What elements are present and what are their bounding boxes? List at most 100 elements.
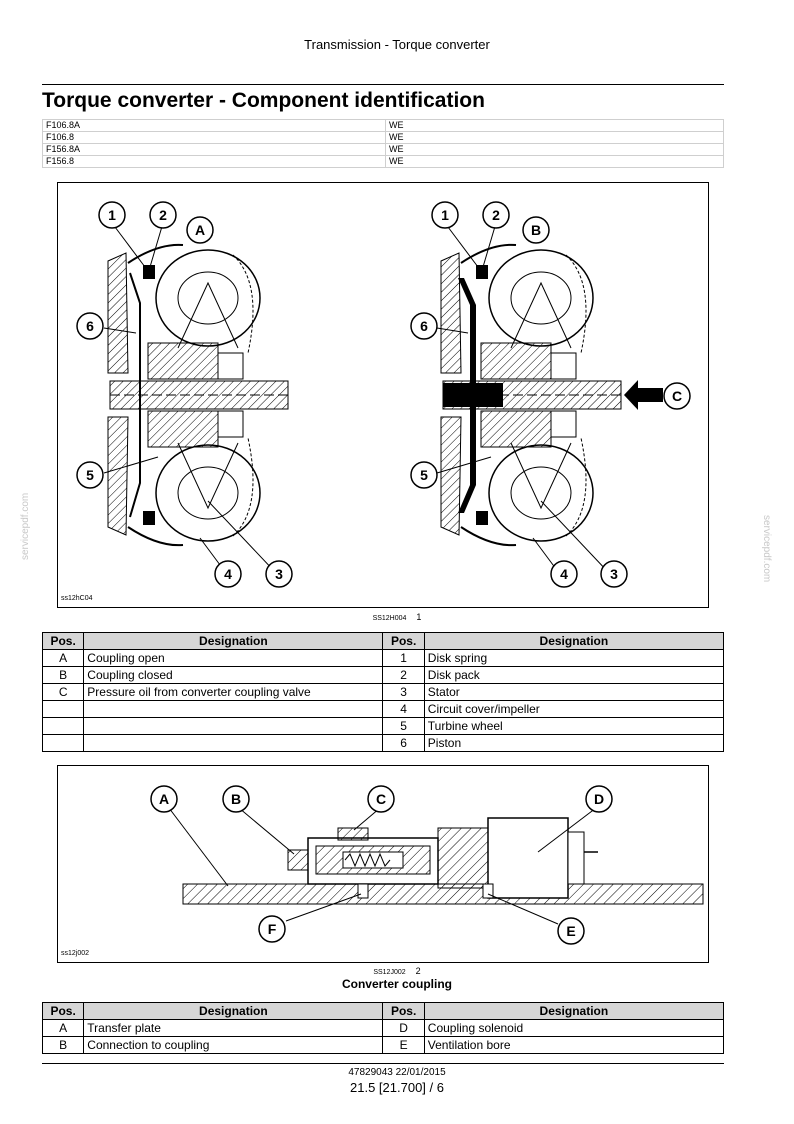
pos-cell: B <box>41 1036 85 1054</box>
pos-cell: 5 <box>382 717 425 735</box>
callout-A: A <box>195 222 205 238</box>
designation-cell: Disk pack <box>423 666 725 684</box>
callout-C: C <box>672 388 682 404</box>
code-cell: WE <box>385 143 724 156</box>
pos-cell: 2 <box>382 666 425 684</box>
designation-cell: Ventilation bore <box>423 1036 725 1054</box>
figure-title: Converter coupling <box>341 977 452 991</box>
column-header: Pos. <box>41 1002 85 1020</box>
pos-cell: 3 <box>382 683 425 701</box>
figure-id-label: ss12hC04 <box>61 595 93 602</box>
column-header: Designation <box>83 1002 384 1020</box>
pos-cell <box>41 717 85 735</box>
pos-cell: B <box>41 666 85 684</box>
torque-converter-figure: 1 2 A 6 5 4 3 <box>57 182 709 608</box>
callout-1: 1 <box>441 207 449 223</box>
callout-5: 5 <box>86 467 94 483</box>
converter-view-closed: 1 2 B 6 5 4 3 C <box>410 201 691 588</box>
footer-document-number: 47829043 22/01/2015 <box>348 1067 446 1078</box>
callout-2: 2 <box>159 207 167 223</box>
callout-5: 5 <box>420 467 428 483</box>
code-cell: WE <box>385 131 724 144</box>
model-cell: F106.8 <box>42 131 386 144</box>
callout-E: E <box>566 923 575 939</box>
callout-2: 2 <box>492 207 500 223</box>
model-cell: F106.8A <box>42 119 386 132</box>
figure-id-label: ss12j002 <box>61 950 90 957</box>
code-cell: WE <box>385 155 724 168</box>
footer-page-number: 21.5 [21.700] / 6 <box>350 1080 444 1095</box>
callout-B: B <box>531 222 541 238</box>
figure-number: 2 <box>415 966 421 976</box>
designation-cell: Disk spring <box>423 649 725 667</box>
figure-code: SS12J002 <box>373 969 406 976</box>
callout-F: F <box>268 921 277 937</box>
designation-cell <box>83 717 384 735</box>
designation-cell: Piston <box>423 734 725 752</box>
designation-cell: Connection to coupling <box>83 1036 384 1054</box>
converter-coupling-figure: A B C D F E ss12j002 <box>57 765 709 963</box>
designation-cell <box>83 734 384 752</box>
pos-cell <box>41 700 85 718</box>
callout-3: 3 <box>275 566 283 582</box>
table-header-row: Pos. Designation Pos. Designation <box>41 632 725 650</box>
callout-A: A <box>159 791 169 807</box>
column-header: Designation <box>83 632 384 650</box>
pos-cell: E <box>382 1036 425 1054</box>
designation-cell: Pressure oil from converter coupling val… <box>83 683 384 701</box>
pos-cell: A <box>41 649 85 667</box>
designation-cell: Circuit cover/impeller <box>423 700 725 718</box>
figure-caption: SS12J002 2 <box>0 966 794 976</box>
column-header: Pos. <box>382 1002 425 1020</box>
pos-cell <box>41 734 85 752</box>
pos-cell: D <box>382 1019 425 1037</box>
footer-rule <box>42 1063 724 1064</box>
pos-cell: 1 <box>382 649 425 667</box>
callout-B: B <box>231 791 241 807</box>
pos-cell: 6 <box>382 734 425 752</box>
model-cell: F156.8A <box>42 143 386 156</box>
column-header: Designation <box>423 632 725 650</box>
callout-D: D <box>594 791 604 807</box>
pos-cell: A <box>41 1019 85 1037</box>
column-header: Designation <box>423 1002 725 1020</box>
column-header: Pos. <box>41 632 85 650</box>
callout-C: C <box>376 791 386 807</box>
callout-3: 3 <box>610 566 618 582</box>
callout-6: 6 <box>420 318 428 334</box>
designation-cell: Coupling open <box>83 649 384 667</box>
model-cell: F156.8 <box>42 155 386 168</box>
callout-4: 4 <box>224 566 232 582</box>
page-title: Torque converter - Component identificat… <box>42 89 485 112</box>
running-header: Transmission - Torque converter <box>304 37 490 52</box>
designation-cell: Transfer plate <box>83 1019 384 1037</box>
designation-cell: Stator <box>423 683 725 701</box>
designation-cell: Coupling solenoid <box>423 1019 725 1037</box>
designation-cell <box>83 700 384 718</box>
pos-cell: 4 <box>382 700 425 718</box>
callout-1: 1 <box>108 207 116 223</box>
callout-4: 4 <box>560 566 568 582</box>
code-cell: WE <box>385 119 724 132</box>
figure-number: 1 <box>416 612 422 622</box>
torque-converter-drawing: 1 2 A 6 5 4 3 <box>76 201 691 588</box>
converter-coupling-drawing: A B C D F E <box>150 785 704 945</box>
designation-cell: Turbine wheel <box>423 717 725 735</box>
callout-6: 6 <box>86 318 94 334</box>
pos-cell: C <box>41 683 85 701</box>
header-rule <box>42 84 724 85</box>
